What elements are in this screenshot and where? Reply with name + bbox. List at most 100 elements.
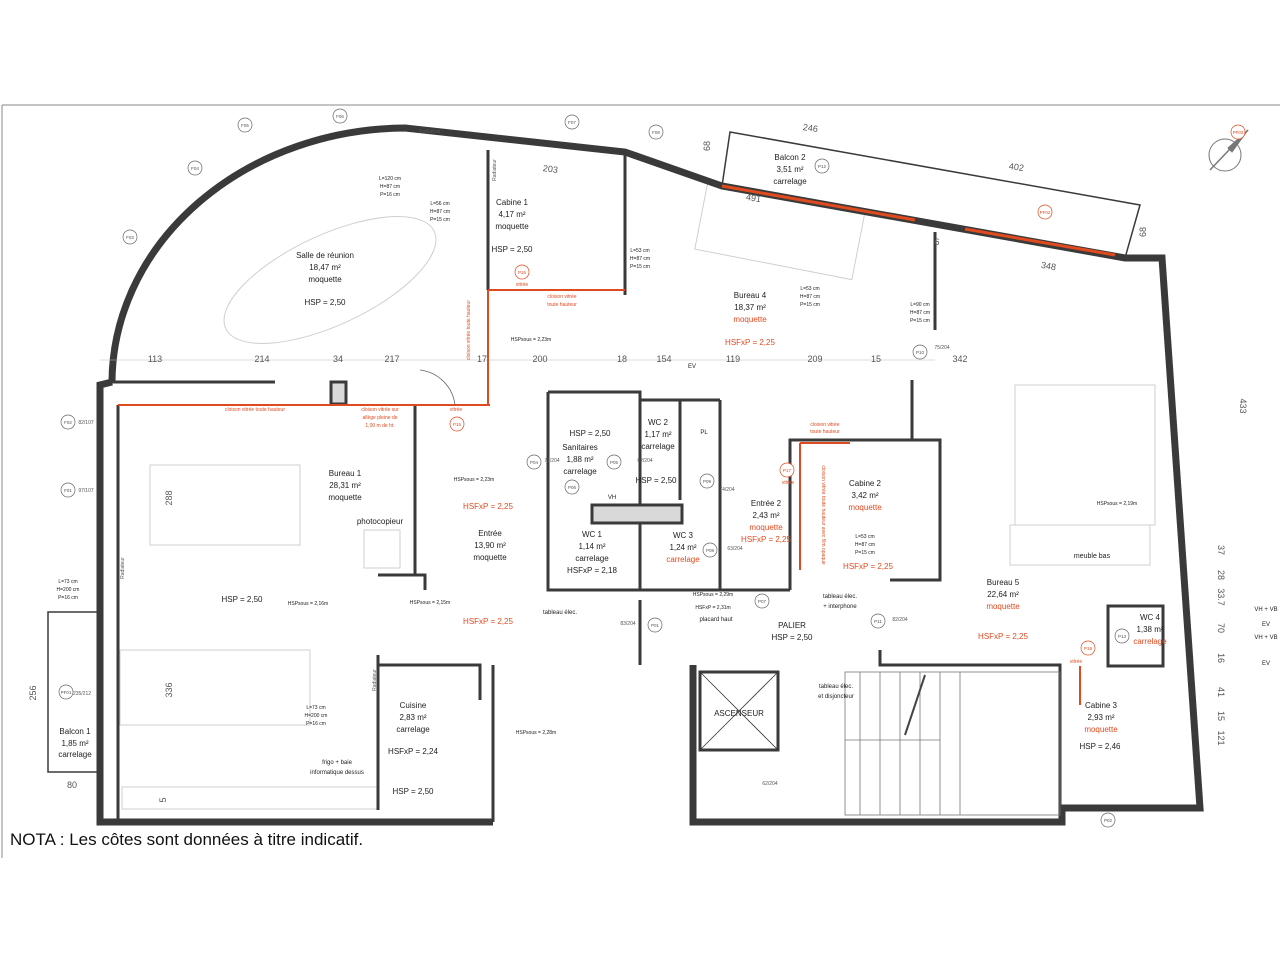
door-tag: F06 bbox=[336, 114, 344, 119]
room-height: HSFxP = 2,25 bbox=[463, 502, 513, 511]
room-name: WC 2 bbox=[648, 418, 669, 427]
room-floor: carrelage bbox=[396, 725, 430, 734]
dimension: 246 bbox=[802, 122, 818, 134]
note: HSPsous = 2,19m bbox=[1097, 501, 1137, 507]
room-name: Cabine 2 bbox=[849, 479, 882, 488]
door-tag: P16 bbox=[518, 270, 527, 275]
room-height: HSFxP = 2,25 bbox=[843, 562, 893, 571]
dimension: 256 bbox=[28, 685, 38, 700]
radiator-spec: H=87 cm bbox=[380, 184, 400, 190]
room-floor: moquette bbox=[1084, 725, 1118, 734]
room-floor: moquette bbox=[749, 523, 783, 532]
room-floor: moquette bbox=[733, 315, 767, 324]
door-tag: P17 bbox=[783, 468, 792, 473]
door-tag: P13 bbox=[1118, 634, 1127, 639]
note: informatique dessus bbox=[310, 770, 364, 776]
radiator-spec: L=53 cm bbox=[800, 286, 819, 292]
note: vitrée bbox=[1070, 659, 1082, 665]
door-tag: PF02 bbox=[1040, 210, 1051, 215]
door-tag-circle bbox=[58, 684, 74, 700]
note: vitrée bbox=[516, 282, 528, 288]
radiator-spec: P=15 cm bbox=[630, 264, 650, 270]
note: tableau élec. bbox=[819, 684, 853, 690]
radiator-spec: P=15 cm bbox=[800, 302, 820, 308]
radiator-spec: H=87 cm bbox=[430, 209, 450, 215]
door-tag: P11 bbox=[874, 619, 882, 624]
room-area: 1,14 m² bbox=[578, 542, 605, 551]
room-name: Entrée 2 bbox=[751, 499, 782, 508]
room-area: 22,64 m² bbox=[987, 590, 1019, 599]
door-tag-circle bbox=[912, 344, 928, 360]
outer-wall bbox=[96, 124, 1204, 826]
note: et disjoncteur bbox=[818, 694, 854, 700]
note: VH bbox=[608, 495, 616, 501]
note: allège pleine de bbox=[362, 415, 397, 421]
radiator-spec: H=87 cm bbox=[910, 310, 930, 316]
room-floor: carrelage bbox=[666, 555, 700, 564]
room-height: HSFxP = 2,25 bbox=[463, 617, 513, 626]
door-tag: F05 bbox=[241, 123, 249, 128]
door-tag: F02 bbox=[64, 420, 72, 425]
balcony-1-outline bbox=[47, 611, 101, 773]
room-height: HSFxP = 2,24 bbox=[388, 747, 438, 756]
door-tag-circle bbox=[60, 482, 76, 498]
door-tag-circle bbox=[702, 542, 718, 558]
dimension: 16 bbox=[1216, 653, 1226, 663]
note: cloison vitrée bbox=[810, 422, 839, 428]
note: EV bbox=[688, 364, 696, 370]
door-tag-circle bbox=[564, 114, 580, 130]
radiator-label: Radiateur bbox=[372, 669, 378, 691]
note: photocopieur bbox=[357, 517, 404, 526]
room-name: WC 4 bbox=[1140, 613, 1161, 622]
note: HSPsous = 2,28m bbox=[516, 730, 556, 736]
door-tag-circle bbox=[870, 613, 886, 629]
dimension: 17 bbox=[477, 354, 487, 364]
photocopier bbox=[363, 529, 401, 569]
radiator-spec: P=16 cm bbox=[58, 595, 78, 601]
room-area: 1,24 m² bbox=[669, 543, 696, 552]
dimension: 6 bbox=[934, 237, 939, 247]
radiator-spec: H=87 cm bbox=[630, 256, 650, 262]
radiator-spec: L=53 cm bbox=[630, 248, 649, 254]
dimension: 37 bbox=[1216, 545, 1226, 555]
note: HSPsous = 2,16m bbox=[288, 601, 328, 607]
dimension: 200 bbox=[532, 354, 547, 364]
note: placard haut bbox=[699, 617, 732, 623]
note: HSPsous = 2,23m bbox=[454, 477, 494, 483]
dimension: 336 bbox=[164, 682, 174, 697]
door-tag: P15 bbox=[453, 422, 462, 427]
door-tag: P08 bbox=[706, 548, 715, 553]
room-name: ASCENSEUR bbox=[714, 709, 764, 718]
note: HSFxP = 2,31m bbox=[695, 605, 730, 611]
dimension: 113 bbox=[148, 354, 162, 364]
room-area: 28,31 m² bbox=[329, 481, 361, 490]
dimension: 288 bbox=[164, 490, 174, 505]
door-tag-circle bbox=[1080, 640, 1096, 656]
room-height: HSP = 2,50 bbox=[222, 595, 264, 604]
door-tag-circle bbox=[814, 158, 830, 174]
radiator-spec: H=200 cm bbox=[305, 713, 328, 719]
dimension: 15 bbox=[1216, 711, 1226, 721]
door-dimension: 63/204 bbox=[727, 546, 743, 552]
network-tag: VH + VB bbox=[1254, 635, 1277, 641]
door-tag: P09 bbox=[703, 479, 712, 484]
room-height: HSP = 2,50 bbox=[492, 245, 534, 254]
radiator-spec: L=73 cm bbox=[58, 579, 77, 585]
network-tag: EV bbox=[1262, 622, 1270, 628]
network-tag: VH + VB bbox=[1254, 607, 1277, 613]
door-tag: P06 bbox=[568, 485, 577, 490]
door-tag: F01 bbox=[64, 488, 72, 493]
room-area: 4,17 m² bbox=[498, 210, 525, 219]
room-height: HSP = 2,46 bbox=[1080, 742, 1122, 751]
dimension: 33.7 bbox=[1216, 588, 1226, 606]
dimension: 491 bbox=[745, 192, 762, 204]
radiator-spec: P=15 cm bbox=[855, 550, 875, 556]
room-area: 2,93 m² bbox=[1087, 713, 1114, 722]
door-dimension: 62/204 bbox=[637, 458, 653, 464]
door-tag-circle bbox=[187, 160, 203, 176]
room-area: 18,47 m² bbox=[309, 263, 341, 272]
room-height: HSFxP = 2,25 bbox=[741, 535, 791, 544]
dimension: 68 bbox=[1138, 227, 1148, 237]
door-dimension: 97/107 bbox=[78, 488, 94, 494]
room-floor: carrelage bbox=[58, 750, 92, 759]
